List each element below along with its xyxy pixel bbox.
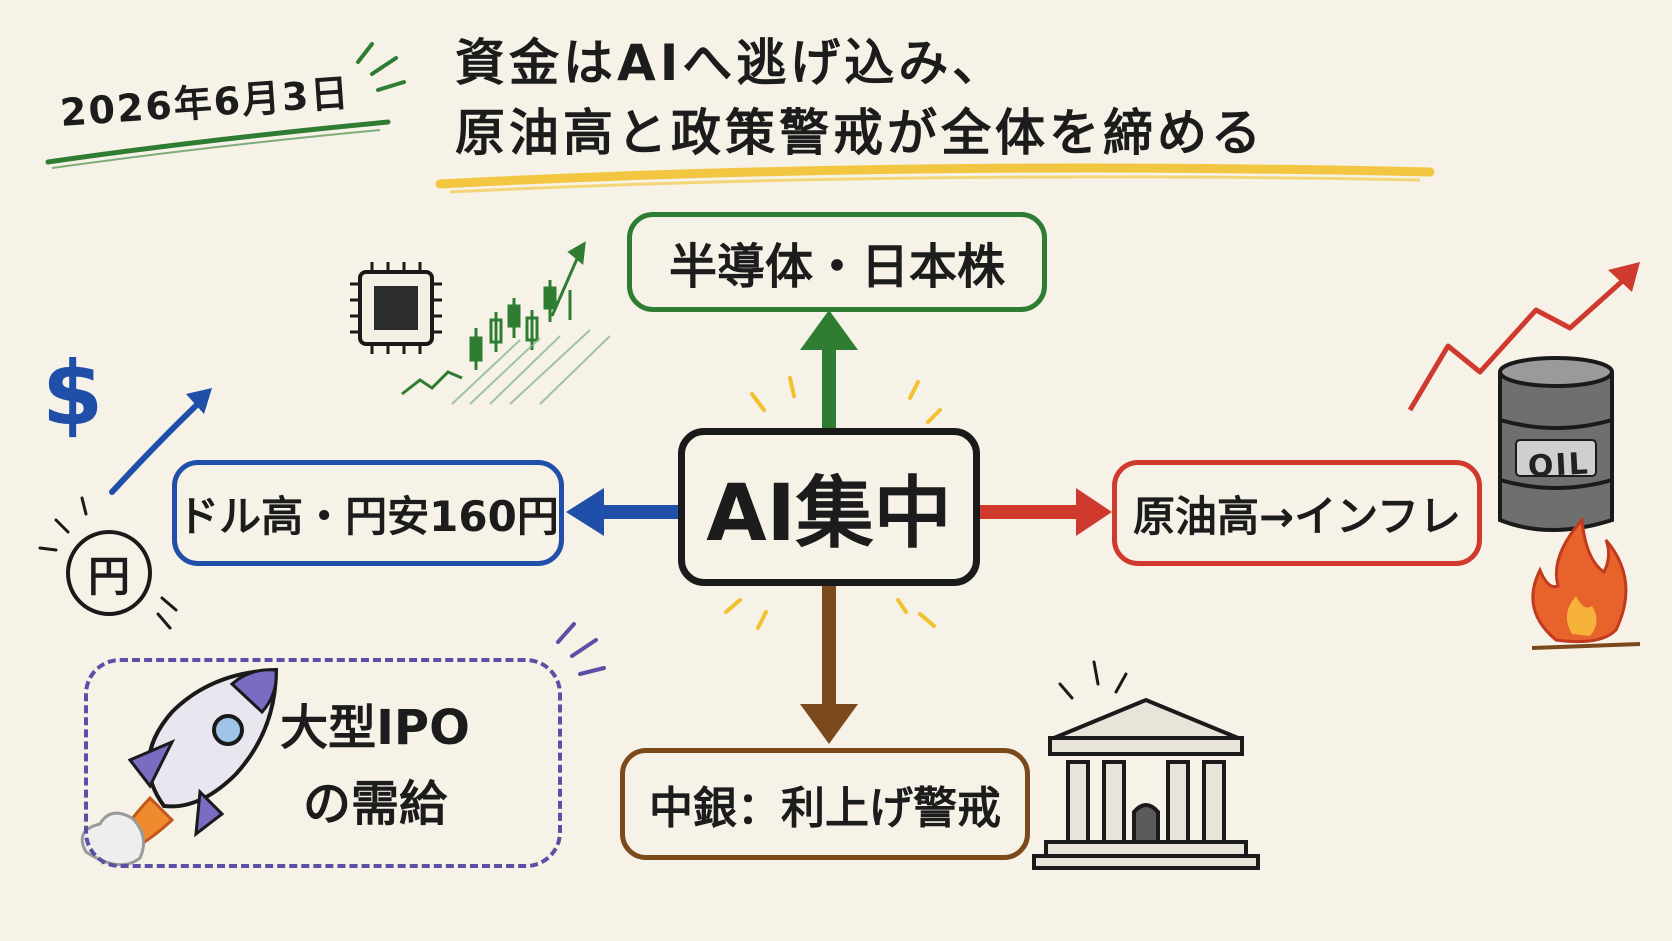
arrow-up-green: [800, 310, 858, 428]
ipo-line-2: の需給: [302, 776, 447, 832]
arrow-right-red: [980, 488, 1112, 536]
yen-coin-icon: 円: [66, 530, 152, 616]
arrow-down-brown: [800, 586, 858, 744]
oil-barrel-icon: [1498, 356, 1614, 532]
headline-line-1: 資金はAIへ逃げ込み、: [455, 34, 1007, 92]
dollar-rise-arrow: [109, 388, 212, 495]
date-underline: [45, 119, 391, 165]
node-ipo-container: [84, 658, 562, 868]
node-oil-inflation: 原油高→インフレ: [1112, 460, 1482, 566]
oil-label: OIL: [1527, 446, 1591, 485]
node-central-bank-hike: 中銀：利上げ警戒: [620, 748, 1030, 860]
ipo-line-1: 大型IPO: [280, 700, 470, 756]
headline-underline: [435, 163, 1435, 189]
headline-line-2: 原油高と政策警戒が全体を締める: [455, 104, 1265, 162]
node-ipo-supply-demand: 大型IPO の需給: [225, 690, 525, 842]
rocket-icon: [80, 667, 279, 867]
chip-icon: [350, 262, 442, 354]
oil-price-arrow: [1407, 262, 1640, 412]
node-dollar-yen: ドル高・円安160円: [172, 460, 564, 566]
coin-motion-lines: [38, 496, 178, 630]
bank-icon: [1032, 697, 1260, 870]
arrow-left-blue: [566, 488, 678, 536]
candlestick-chart-icon: [401, 241, 611, 405]
ipo-accent-strokes: [556, 622, 606, 676]
fire-icon: [1531, 516, 1641, 650]
center-burst-lines: [724, 376, 942, 630]
headline: 資金はAIへ逃げ込み、 原油高と政策警戒が全体を締める: [455, 28, 1265, 168]
node-semiconductor-japan-stocks: 半導体・日本株: [627, 212, 1047, 312]
node-ai-concentration: AI集中: [678, 428, 980, 586]
dollar-icon: $: [42, 342, 104, 445]
date-accent-strokes: [356, 42, 406, 92]
bank-accent-strokes: [1058, 660, 1128, 700]
